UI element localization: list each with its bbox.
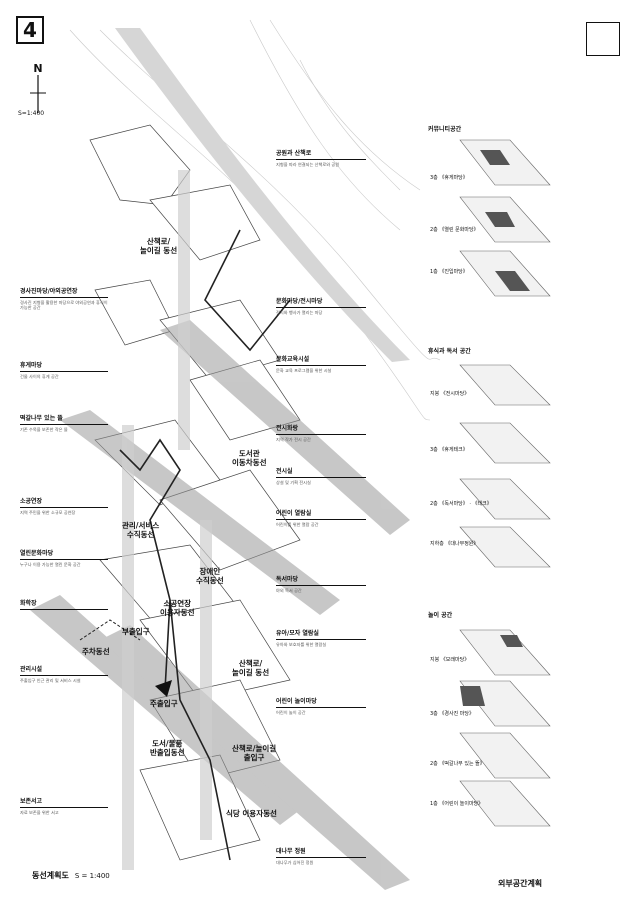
circulation-bands (30, 320, 410, 890)
route-label-main-entry: 주출입구 (150, 699, 178, 708)
sheet-number-badge: 4 (16, 16, 44, 44)
side-1-3: 지하층 《대나무정원》 (430, 541, 479, 547)
side-thumb-2-3 (459, 780, 551, 827)
north-arrow-icon (30, 75, 46, 113)
north-label: N (33, 62, 43, 75)
side-thumb-1-3 (459, 526, 551, 568)
note-left-5: 화학장 (20, 600, 108, 612)
terrain-contours (69, 19, 441, 421)
route-label-service: 관리/서비스 수직동선 (122, 521, 160, 539)
side-2-2: 2층 《떡갈나무 있는 뜰》 (430, 761, 485, 767)
route-label-library: 도서관 이동차동선 (232, 449, 267, 467)
route-label-books: 도서/물품 반출입동선 (150, 739, 185, 757)
route-label-disabled: 장애인 수직동선 (196, 567, 224, 585)
side-1-1: 3층 《휴게테크》 (430, 447, 468, 453)
side-thumb-1-1 (459, 422, 551, 464)
side-group-2-title: 놀이 공간 (428, 612, 453, 619)
side-thumb-1-2 (459, 478, 551, 520)
route-label-parking: 주차동선 (82, 647, 110, 656)
side-2-0: 지붕 《모래마당》 (430, 657, 470, 663)
river-band (115, 28, 410, 362)
empty-title-box (586, 22, 620, 56)
drawing-title-scale: S = 1:400 (74, 872, 110, 880)
route-label-sub-entry: 부출입구 (122, 627, 150, 636)
drawing-title: 동선계획도 S = 1:400 (32, 870, 110, 881)
side-thumb-0-0 (459, 139, 551, 186)
side-thumb-2-0 (459, 629, 551, 676)
side-group-0-title: 커뮤니티공간 (428, 126, 462, 133)
route-label-cafeteria: 식당 이용자동선 (226, 809, 277, 818)
side-2-3: 1층 《어린이 놀이마당》 (430, 801, 484, 807)
route-label-smallhall: 소공연장 이용자동선 (160, 599, 195, 617)
main-entry-arrow (155, 680, 172, 697)
sub-entry-dashed (79, 619, 141, 641)
circulation-lines (119, 229, 291, 861)
route-label-walk-top: 산책로/ 놀이길 동선 (140, 237, 178, 255)
side-thumb-0-2 (459, 250, 551, 297)
side-group-1-title: 휴식과 독서 공간 (428, 348, 471, 355)
drawing-title-text: 동선계획도 (32, 871, 69, 880)
side-thumb-2-2 (459, 732, 551, 779)
side-thumb-2-1 (459, 680, 551, 727)
vertical-bands (122, 170, 212, 870)
side-thumb-0-1 (459, 196, 551, 243)
side-thumb-1-0 (459, 364, 551, 406)
side-0-0: 3층 《휴게마당》 (430, 175, 468, 181)
side-panel-title: 외부공간계획 (498, 879, 543, 888)
side-0-2: 1층 《진입마당》 (430, 269, 468, 275)
side-2-1: 3층 《경사진 마당》 (430, 711, 474, 717)
scale-label: S=1:400 (18, 110, 45, 117)
side-1-0: 지붕 《전시마당》 (430, 391, 470, 397)
north-arrow: N (28, 62, 48, 118)
route-label-walk-mid: 산책로/ 놀이길 동선 (232, 659, 270, 677)
side-1-2: 2층 《독서마당》 · 《테크》 (430, 501, 492, 507)
route-label-walk-entry: 산책로/놀이길 출입구 (232, 744, 277, 762)
side-0-1: 2층 《열린 문화마당》 (430, 227, 479, 233)
